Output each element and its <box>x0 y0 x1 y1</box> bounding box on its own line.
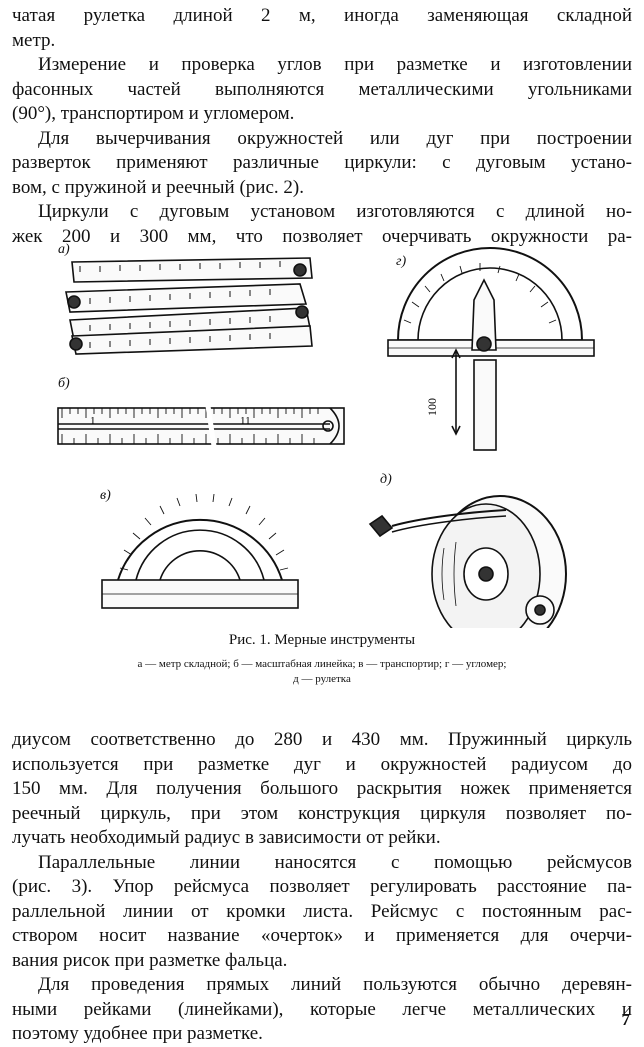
protractor-drawing <box>101 493 299 609</box>
text-line: вом, с пружиной и реечный (рис. 2). <box>12 176 304 198</box>
ruler-mark: 11 <box>240 415 251 427</box>
text-line: используется при разметке дуг и окружнос… <box>12 753 632 775</box>
text-line: Для проведения прямых линий пользуются о… <box>38 974 632 995</box>
figure-illustration: 100 1 11 <box>57 247 595 628</box>
text-line: фасонных частей выполняются металлически… <box>12 78 632 100</box>
text-line: (90°), транспортиром и угломером. <box>12 103 295 124</box>
text-line: (рис. 3). Упор рейсмуса позволяет регули… <box>12 876 632 897</box>
text-line: лучать необходимый радиус в зависимости … <box>12 827 441 848</box>
tape-measure-drawing <box>368 495 567 628</box>
text-line: Измерение и проверка углов при разметке … <box>38 54 632 75</box>
text-block-bottom: диусом соответственно до 280 и 430 мм. П… <box>12 728 632 1047</box>
folding-meter-drawing <box>65 257 313 355</box>
figure-legend: а — метр складной; б — масштабная линейк… <box>0 657 644 687</box>
subfigure-label-d: д) <box>380 472 392 487</box>
ruler-mark: 1 <box>90 415 96 427</box>
text-line: 150 мм. Для получения большого раскрытия… <box>12 778 632 799</box>
figure-legend-line: д — рулетка <box>293 673 351 685</box>
text-line: реечный циркуль, при этом конструкция ци… <box>12 802 632 824</box>
text-block-top: чатая рулетка длиной 2 м, иногда заменяю… <box>12 4 632 249</box>
page-number: 7 <box>621 1010 631 1029</box>
figure-caption: Рис. 1. Мерные инструменты <box>228 632 416 648</box>
dimension-label: 100 <box>425 398 439 416</box>
text-line: Для вычерчивания окружностей или дуг при… <box>38 127 632 149</box>
subfigure-label-v: в) <box>100 488 111 503</box>
text-line: разверток применяют различные циркули: с… <box>12 152 632 173</box>
text-line: поэтому удобнее при разметке. <box>12 1023 263 1044</box>
text-line: ными рейками (линейками), которые легче … <box>12 998 632 1020</box>
text-line: метр. <box>12 29 56 51</box>
text-line: диусом соответственно до 280 и 430 мм. П… <box>12 729 632 750</box>
text-line: вания рисок при разметке фальца. <box>12 949 288 971</box>
text-line: жек 200 и 300 мм, что позволяет очерчива… <box>12 225 632 247</box>
text-line: Циркули с дуговым установом изготовляютс… <box>38 201 632 222</box>
subfigure-label-g: г) <box>396 254 407 269</box>
figure-legend-line: а — метр складной; б — масштабная линейк… <box>137 658 507 670</box>
figure-measuring-tools: 100 1 11 а) б) в) г) д) <box>0 228 644 698</box>
text-line: Параллельные линии наносятся с помощью р… <box>38 851 632 873</box>
scale-ruler-drawing <box>57 405 345 447</box>
subfigure-label-a: а) <box>58 242 70 257</box>
text-line: раллельной линии от кромки листа. Рейсму… <box>12 900 632 922</box>
text-line: створом носит название «очерток» и приме… <box>12 925 632 946</box>
subfigure-label-b: б) <box>58 376 70 391</box>
text-line: чатая рулетка длиной 2 м, иногда заменяю… <box>12 5 632 26</box>
angle-meter-drawing <box>387 247 595 451</box>
